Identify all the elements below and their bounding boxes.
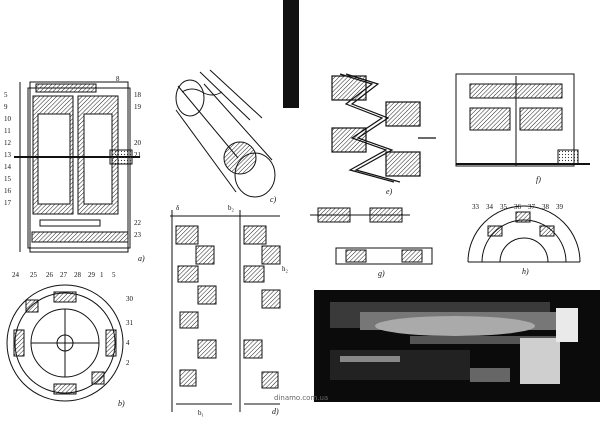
caption-b: b)	[118, 399, 125, 408]
label-b-4: 28	[74, 271, 81, 279]
label-a-12: 19	[134, 103, 141, 111]
label-b-0: 24	[12, 271, 19, 279]
figure-a-section	[14, 81, 140, 253]
label-f-5: 38	[542, 203, 549, 211]
figure-e-zigzag	[331, 73, 436, 183]
figure-h-semicircle	[467, 205, 581, 263]
figure-g-bars	[310, 207, 433, 265]
dim-label-3: δ	[176, 204, 180, 212]
caption-h: h)	[522, 267, 529, 276]
figure-c-coil	[175, 69, 276, 198]
label-a-0: 8	[116, 75, 120, 83]
label-f-6: 39	[556, 203, 563, 211]
label-a-2: 9	[4, 103, 8, 111]
label-b-7: 31	[126, 319, 133, 327]
label-a-15: 22	[134, 219, 141, 227]
dark-bar	[283, 0, 299, 108]
caption-a: a)	[138, 254, 145, 263]
label-f-1: 34	[486, 203, 493, 211]
figure-f-section	[455, 73, 590, 167]
label-b-6: 30	[126, 295, 133, 303]
caption-g: g)	[378, 269, 385, 278]
caption-f: f)	[536, 175, 541, 184]
label-a-6: 13	[4, 151, 11, 159]
dim-label-1: b₂	[228, 204, 234, 212]
caption-e: e)	[386, 187, 393, 196]
label-b-1: 25	[30, 271, 37, 279]
label-a-16: 23	[134, 231, 141, 239]
label-a-11: 18	[134, 91, 141, 99]
label-f-3: 36	[514, 203, 521, 211]
label-b-10: 1	[100, 271, 104, 279]
figure-b-ring	[6, 284, 124, 402]
label-b-3: 27	[60, 271, 67, 279]
label-b-9: 2	[126, 359, 130, 367]
label-a-1: 5	[4, 91, 8, 99]
label-f-4: 37	[528, 203, 535, 211]
dim-label-2: h₂	[282, 265, 288, 273]
label-b-2: 26	[46, 271, 53, 279]
label-a-5: 12	[4, 139, 11, 147]
caption-c: c)	[270, 195, 277, 204]
label-a-7: 14	[4, 163, 11, 171]
dim-label-0: b₁	[198, 409, 204, 417]
caption-d: d)	[272, 407, 279, 416]
label-a-8: 15	[4, 175, 11, 183]
label-b-8: 4	[126, 339, 130, 347]
label-a-9: 16	[4, 187, 11, 195]
figure-d-slots	[170, 210, 281, 412]
label-a-4: 11	[4, 127, 11, 135]
label-b-11: 5	[112, 271, 116, 279]
label-f-0: 33	[472, 203, 479, 211]
watermark-text: dinamo.com.ua	[274, 394, 329, 402]
label-a-13: 20	[134, 139, 141, 147]
photo-block	[314, 290, 600, 402]
label-a-10: 17	[4, 199, 11, 207]
label-f-2: 35	[500, 203, 507, 211]
label-b-5: 29	[88, 271, 95, 279]
label-a-14: 21	[134, 151, 141, 159]
label-a-3: 10	[4, 115, 11, 123]
